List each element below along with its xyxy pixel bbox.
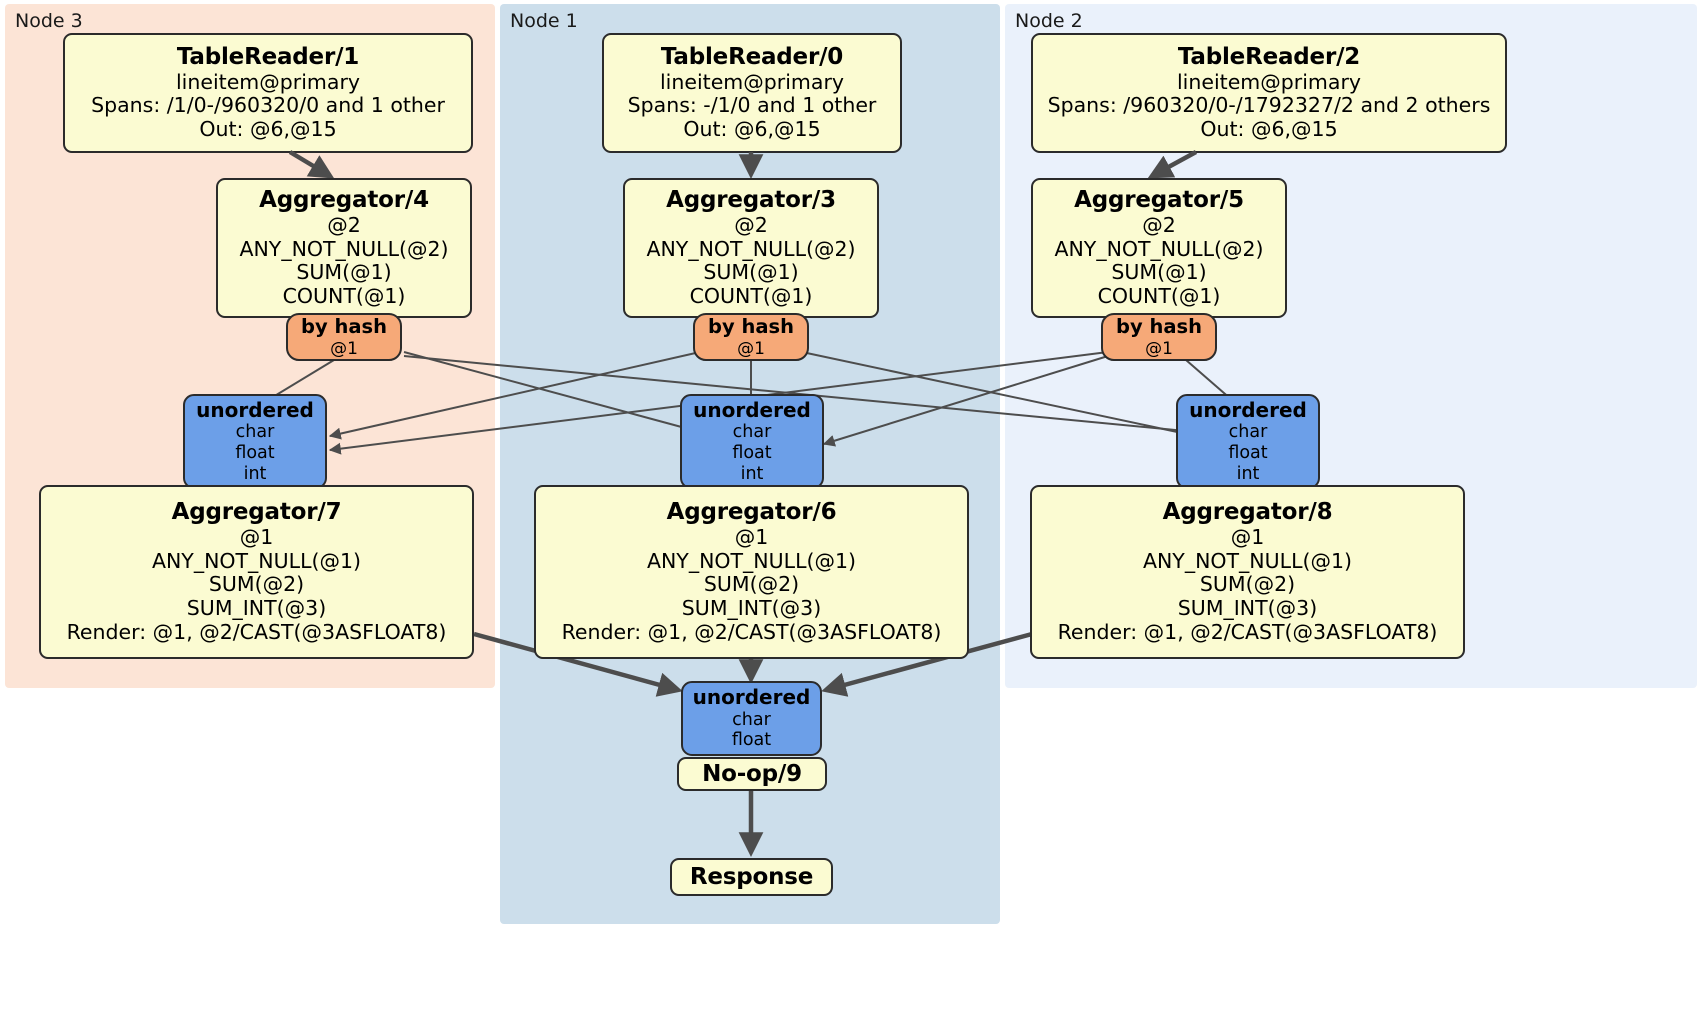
table-reader-0-out: Out: @6,@15 xyxy=(683,117,821,142)
table-reader-1-title: TableReader/1 xyxy=(176,44,360,71)
aggregator-6-render: Render: @1, @2/CAST(@3ASFLOAT8) xyxy=(561,619,942,644)
aggregator-5-sum: SUM(@1) xyxy=(1111,260,1207,285)
processor-aggregator-4[interactable]: Aggregator/4 @2 ANY_NOT_NULL(@2) SUM(@1)… xyxy=(216,178,472,318)
unordered-final-type-float: float xyxy=(731,730,772,751)
router-unordered-node-3[interactable]: unordered char float int xyxy=(183,394,327,489)
aggregator-3-any-not-null: ANY_NOT_NULL(@2) xyxy=(646,236,856,261)
by-hash-node-2-col: @1 xyxy=(1145,338,1173,359)
aggregator-3-group: @2 xyxy=(734,212,768,237)
table-reader-0-title: TableReader/0 xyxy=(660,44,844,71)
table-reader-1-spans: Spans: /1/0-/960320/0 and 1 other xyxy=(91,93,445,118)
unordered-final-title: unordered xyxy=(692,685,811,710)
cluster-node-2-label: Node 2 xyxy=(1015,10,1083,32)
processor-aggregator-5[interactable]: Aggregator/5 @2 ANY_NOT_NULL(@2) SUM(@1)… xyxy=(1031,178,1287,318)
aggregator-7-any-not-null: ANY_NOT_NULL(@1) xyxy=(151,548,362,573)
unordered-node-1-type-float: float xyxy=(732,442,772,463)
aggregator-4-title: Aggregator/4 xyxy=(259,187,429,214)
unordered-node-1-title: unordered xyxy=(693,397,811,422)
unordered-node-3-type-char: char xyxy=(235,422,275,443)
by-hash-node-3-title: by hash xyxy=(301,315,387,339)
aggregator-8-render: Render: @1, @2/CAST(@3ASFLOAT8) xyxy=(1057,619,1438,644)
aggregator-4-any-not-null: ANY_NOT_NULL(@2) xyxy=(239,236,449,261)
noop-9-title: No-op/9 xyxy=(702,760,802,787)
table-reader-1-table: lineitem@primary xyxy=(175,69,361,94)
aggregator-8-group: @1 xyxy=(1230,524,1265,549)
table-reader-2-table: lineitem@primary xyxy=(1176,69,1362,94)
router-unordered-node-1[interactable]: unordered char float int xyxy=(680,394,824,489)
unordered-node-3-type-float: float xyxy=(235,442,275,463)
aggregator-6-any-not-null: ANY_NOT_NULL(@1) xyxy=(646,548,857,573)
router-unordered-final[interactable]: unordered char float xyxy=(681,681,822,756)
table-reader-2-out: Out: @6,@15 xyxy=(1200,117,1338,142)
aggregator-8-title: Aggregator/8 xyxy=(1162,499,1333,526)
table-reader-2-title: TableReader/2 xyxy=(1177,44,1361,71)
processor-aggregator-8[interactable]: Aggregator/8 @1 ANY_NOT_NULL(@1) SUM(@2)… xyxy=(1030,485,1465,659)
response-title: Response xyxy=(689,863,814,890)
unordered-node-1-type-char: char xyxy=(732,422,772,443)
cluster-node-1-label: Node 1 xyxy=(510,10,578,32)
processor-noop-9[interactable]: No-op/9 xyxy=(677,757,827,791)
aggregator-7-sum-int: SUM_INT(@3) xyxy=(186,596,327,621)
aggregator-7-group: @1 xyxy=(239,524,274,549)
processor-table-reader-2[interactable]: TableReader/2 lineitem@primary Spans: /9… xyxy=(1031,33,1507,153)
by-hash-node-3-col: @1 xyxy=(330,338,358,359)
unordered-final-type-char: char xyxy=(732,709,771,730)
router-by-hash-node-1[interactable]: by hash @1 xyxy=(693,313,809,361)
unordered-node-2-title: unordered xyxy=(1189,397,1307,422)
table-reader-0-spans: Spans: -/1/0 and 1 other xyxy=(627,93,877,118)
unordered-node-3-title: unordered xyxy=(196,397,314,422)
aggregator-6-sum: SUM(@2) xyxy=(703,572,800,597)
aggregator-4-count: COUNT(@1) xyxy=(282,284,406,309)
unordered-node-1-type-int: int xyxy=(740,463,764,484)
router-by-hash-node-2[interactable]: by hash @1 xyxy=(1101,313,1217,361)
processor-aggregator-6[interactable]: Aggregator/6 @1 ANY_NOT_NULL(@1) SUM(@2)… xyxy=(534,485,969,659)
aggregator-3-sum: SUM(@1) xyxy=(703,260,799,285)
processor-response[interactable]: Response xyxy=(670,858,833,896)
aggregator-6-group: @1 xyxy=(734,524,769,549)
aggregator-8-any-not-null: ANY_NOT_NULL(@1) xyxy=(1142,548,1353,573)
aggregator-5-title: Aggregator/5 xyxy=(1074,187,1244,214)
aggregator-4-sum: SUM(@1) xyxy=(296,260,392,285)
by-hash-node-2-title: by hash xyxy=(1116,315,1202,339)
cluster-node-3-label: Node 3 xyxy=(15,10,83,32)
by-hash-node-1-title: by hash xyxy=(708,315,794,339)
aggregator-6-sum-int: SUM_INT(@3) xyxy=(681,596,822,621)
aggregator-6-title: Aggregator/6 xyxy=(666,499,837,526)
aggregator-3-count: COUNT(@1) xyxy=(689,284,813,309)
processor-table-reader-1[interactable]: TableReader/1 lineitem@primary Spans: /1… xyxy=(63,33,473,153)
processor-aggregator-7[interactable]: Aggregator/7 @1 ANY_NOT_NULL(@1) SUM(@2)… xyxy=(39,485,474,659)
aggregator-8-sum: SUM(@2) xyxy=(1199,572,1296,597)
router-unordered-node-2[interactable]: unordered char float int xyxy=(1176,394,1320,489)
aggregator-3-title: Aggregator/3 xyxy=(666,187,836,214)
aggregator-7-render: Render: @1, @2/CAST(@3ASFLOAT8) xyxy=(66,619,447,644)
by-hash-node-1-col: @1 xyxy=(737,338,765,359)
unordered-node-2-type-int: int xyxy=(1236,463,1260,484)
aggregator-8-sum-int: SUM_INT(@3) xyxy=(1177,596,1318,621)
aggregator-5-any-not-null: ANY_NOT_NULL(@2) xyxy=(1054,236,1264,261)
unordered-node-3-type-int: int xyxy=(243,463,267,484)
aggregator-7-sum: SUM(@2) xyxy=(208,572,305,597)
router-by-hash-node-3[interactable]: by hash @1 xyxy=(286,313,402,361)
processor-aggregator-3[interactable]: Aggregator/3 @2 ANY_NOT_NULL(@2) SUM(@1)… xyxy=(623,178,879,318)
aggregator-5-group: @2 xyxy=(1142,212,1176,237)
unordered-node-2-type-float: float xyxy=(1228,442,1268,463)
aggregator-5-count: COUNT(@1) xyxy=(1097,284,1221,309)
table-reader-2-spans: Spans: /960320/0-/1792327/2 and 2 others xyxy=(1047,93,1491,118)
aggregator-4-group: @2 xyxy=(327,212,361,237)
processor-table-reader-0[interactable]: TableReader/0 lineitem@primary Spans: -/… xyxy=(602,33,902,153)
table-reader-1-out: Out: @6,@15 xyxy=(199,117,337,142)
aggregator-7-title: Aggregator/7 xyxy=(171,499,342,526)
unordered-node-2-type-char: char xyxy=(1228,422,1268,443)
table-reader-0-table: lineitem@primary xyxy=(659,69,845,94)
